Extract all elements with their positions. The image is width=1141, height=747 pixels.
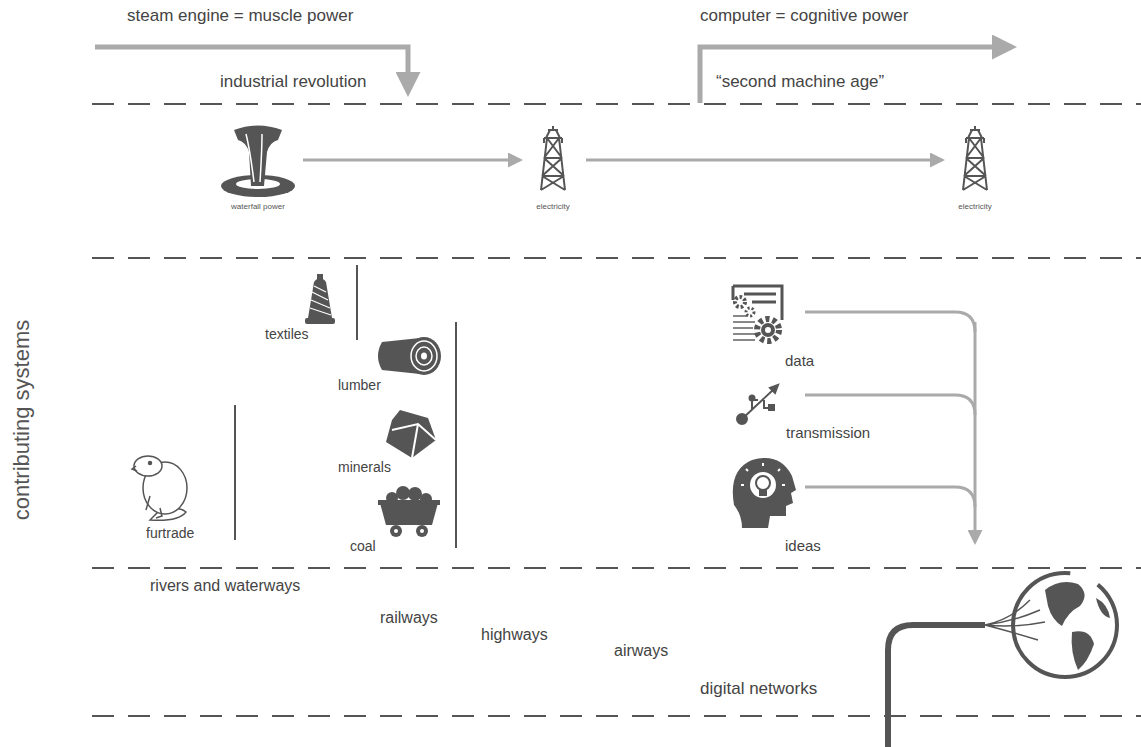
text-label: furtrade [146, 525, 194, 542]
text-label: minerals [338, 459, 391, 476]
text-label: “second machine age” [716, 72, 884, 92]
text-label: transmission [786, 424, 870, 442]
text-label: highways [481, 625, 548, 644]
text-label: railways [380, 608, 438, 627]
text-label: rivers and waterways [150, 576, 300, 595]
ideas-icon [733, 458, 796, 528]
icon-node: waterfall power [213, 122, 303, 212]
axis-title: contributing systems [9, 320, 35, 521]
text-label: lumber [338, 377, 381, 394]
pylon-icon [541, 126, 565, 190]
text-label: digital networks [700, 679, 817, 699]
network-globe [888, 573, 1117, 747]
textiles-icon [305, 274, 335, 324]
icon-caption: waterfall power [231, 202, 285, 212]
minerals-icon [386, 410, 436, 458]
icon-node: electricity [942, 122, 1008, 212]
text-label: textiles [265, 326, 309, 343]
text-label: data [785, 352, 814, 370]
lumber-icon [378, 337, 441, 375]
text-label: coal [350, 538, 376, 555]
beaver-icon [132, 456, 187, 520]
bracket [356, 265, 358, 340]
era-arrow [700, 47, 1012, 103]
flow-arrow [586, 159, 942, 162]
data-icon [733, 286, 782, 341]
text-label: ideas [785, 537, 821, 555]
icon-caption: electricity [536, 202, 569, 212]
text-label: industrial revolution [220, 72, 366, 92]
coal-icon [378, 486, 440, 537]
icon-node: electricity [520, 122, 586, 212]
pylon-icon [963, 126, 987, 190]
text-label: airways [614, 641, 668, 660]
usb-icon [737, 385, 778, 424]
flow-arrow [303, 159, 520, 162]
icon-caption: electricity [958, 202, 991, 212]
bracket [455, 322, 457, 548]
era-arrow [95, 47, 408, 92]
text-label: steam engine = muscle power [127, 6, 353, 26]
waterfall-icon [221, 126, 295, 198]
text-label: computer = cognitive power [700, 6, 908, 26]
bracket [234, 405, 236, 540]
